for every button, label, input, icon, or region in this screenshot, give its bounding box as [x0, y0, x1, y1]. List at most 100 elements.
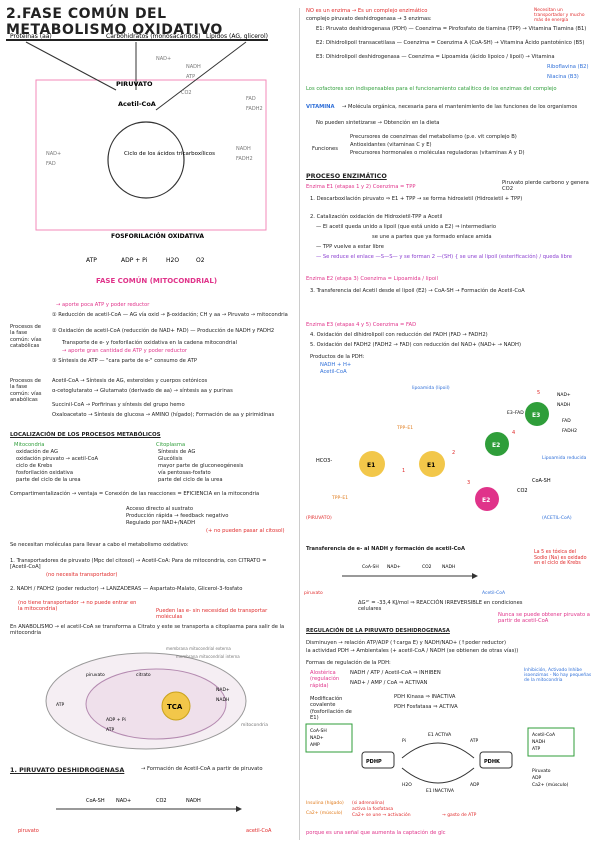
step-2: 2 — [452, 450, 455, 456]
left-column: 2.FASE COMÚN DEL METABOLISMO OXIDATIVO P… — [6, 6, 298, 844]
e3-circle — [525, 402, 549, 426]
alost-1: NAD+ / AMP / CoA ⇒ ACTIVAN — [350, 680, 428, 686]
phase-line-4: → aporte gran cantidad de ATP y poder re… — [62, 348, 188, 354]
mech-e3fad: E3–FAD — [507, 410, 524, 416]
anabolic-0: Acetil-CoA → Síntesis de AG, esteroides … — [52, 378, 208, 384]
phase-line-0: → aporte poca ATP y poder reductor — [56, 302, 150, 308]
out-atp: ATP — [86, 257, 97, 264]
alost-0: NADH / ATP / Acetil-CoA ⇒ INHIBEN — [350, 670, 441, 676]
cof-co2: CO2 — [181, 90, 192, 96]
pdh-acetilcoa: acetil-CoA — [246, 828, 272, 834]
transport-1: (no necesita transportador) — [46, 572, 118, 578]
cyc-piruvato: Piruvato — [532, 768, 551, 774]
e1-circle-b — [419, 451, 445, 477]
phase-line-3: Transporte de e- y fosforilación oxidati… — [62, 340, 237, 346]
cell-atp2: ATP — [56, 702, 64, 708]
e1-step-2: — El acetil queda unido a lipoil (que es… — [316, 224, 497, 230]
cell-nad: NAD+ — [216, 687, 230, 693]
mech-lipoamide: lipoamida (lipoil) — [412, 385, 450, 391]
out-o2: O2 — [196, 257, 205, 264]
mito-title: Mitocondria — [14, 442, 45, 448]
enzyme-2: E3: Dihidrolipoil deshidrogenasa — Coenz… — [316, 54, 555, 60]
compart-line: Compartimentalización → ventaja = Conexi… — [10, 491, 260, 497]
pdh-piruvato: piruvato — [18, 828, 39, 834]
mech-hco3: HCO3- — [316, 458, 332, 464]
metabolism-diagram: Proteínas (aa) Carbohidratos (monosacári… — [10, 33, 268, 264]
tca-label: TCA — [167, 703, 183, 711]
mech-nad: NAD+ — [557, 392, 571, 398]
cyc-amp: AMP — [310, 742, 320, 748]
pdh-subtitle: → Formación de Acetil-CoA a partir de pi… — [141, 766, 263, 772]
step-3: 3 — [467, 480, 470, 486]
phase-line-2: ② Oxidación de acetil-CoA (reducción de … — [52, 328, 275, 334]
column-divider — [299, 8, 300, 840]
cito-0: Síntesis de AG — [158, 449, 196, 455]
localization-heading: LOCALIZACIÓN DE LOS PROCESOS METABÓLICOS — [10, 432, 161, 438]
cof-fad2: FAD — [46, 161, 56, 167]
diagram-caption: FASE COMÚN (MITOCONDRIAL) — [96, 277, 218, 285]
alost-label: Alostérica (regulación rápida) — [310, 670, 340, 689]
anabolic-1: α-cetoglutarato → Glutamato (derivado de… — [52, 388, 233, 394]
pdh-reaction: piruvato CoA-SH NAD+ CO2 NADH acetil-CoA — [18, 798, 272, 834]
e2-head: Enzima E2 (etapa 3) Coenzima = Lipoamida… — [306, 276, 438, 282]
compart-note: (+ no pueden pasar al citosol) — [206, 528, 285, 534]
e1-circle-a — [359, 451, 385, 477]
vitamina-1: Precursores de coenzimas del metabolismo… — [350, 134, 517, 140]
cof-fadh2-2: FADH2 — [236, 156, 253, 162]
mech-coash: CoA-SH — [532, 478, 551, 484]
cito-1: Glucólisis — [158, 456, 183, 462]
cyc-activa: activa la fosfatasa — [352, 806, 393, 812]
input-proteins: Proteínas (aa) — [10, 33, 52, 40]
mech-pyruvate: (PIRUVATO) — [306, 515, 332, 521]
products-head: Productos de la PDH: — [310, 354, 365, 360]
cof-nad2: NAD+ — [46, 151, 61, 157]
cyc-gasto: → gasto de ATP — [442, 812, 477, 818]
pdh-co2: CO2 — [156, 798, 167, 804]
cell-pyruvate: piruvato — [86, 672, 105, 678]
product-0: NADH + H+ — [320, 362, 352, 368]
cyc-pdhk: PDHK — [484, 759, 501, 765]
mech-e2-top: E2 — [492, 442, 500, 449]
funciones-label: Funciones — [312, 146, 338, 152]
mech-lipo-red: Lipoamida reducida — [542, 455, 587, 461]
anabolic-label: Procesos de la fase común: vías anabólic… — [10, 378, 42, 404]
mech-fad: FAD — [562, 418, 571, 424]
cell-nadh: NADH — [216, 697, 229, 703]
pdh-nadh: NADH — [186, 798, 201, 804]
product-1: Acetil-CoA — [320, 369, 347, 375]
krebs-cycle-circle — [107, 121, 185, 199]
transport-2: 2. NADH / FADH2 (poder reductor) → LANZA… — [10, 586, 243, 592]
alost-note: Inhibición, Activado Inhibe isoenzimas -… — [524, 668, 592, 683]
mech-fadh2: FADH2 — [562, 428, 577, 434]
cyc-atp: ATP — [470, 738, 478, 744]
right-column: NO es un enzima → Es un complejo enzimát… — [302, 6, 594, 844]
cyc-insulina: Insulina (hígado) — [306, 799, 344, 806]
cof-atp1: ATP — [186, 74, 195, 80]
mito-0: oxidación de AG — [16, 449, 59, 455]
cyc-pi: Pi — [402, 738, 406, 744]
cyc-coash: CoA-SH — [310, 728, 327, 734]
cyc-ca-right: Ca2+ (músculo) — [532, 781, 569, 788]
cyc-atp2: ATP — [532, 746, 540, 752]
e1-step-3: se une a partes que ya formado enlace am… — [372, 234, 492, 240]
vitamina-2: Antioxidantes (vitaminas C y E) — [350, 142, 432, 148]
cell-mito: mitocondria — [241, 722, 268, 728]
pdhp-box — [361, 751, 395, 769]
vitamina-0: No pueden sintetizarse → Obtención en la… — [316, 120, 440, 126]
transport-4: Pueden las e- sin necesidad de transport… — [156, 608, 268, 621]
cito-3: vía pentosas-fosfato — [158, 470, 211, 476]
complex-side-note: Necesitan un transportador y mucho más d… — [534, 8, 585, 23]
mito-2: ciclo de Krebs — [16, 463, 53, 469]
mitochondria-box — [35, 79, 267, 231]
tr-nad: NAD+ — [387, 564, 401, 570]
e3-step-1: 5. Oxidación del FADH2 (FADH2 → FAD) con… — [310, 342, 521, 348]
mech-e3: E3 — [532, 412, 540, 419]
cell-citrate: citrato — [136, 672, 151, 678]
pdh-coash: CoA-SH — [86, 798, 105, 804]
reg-head: REGULACIÓN DE LA PIRUVATO DESHIDROGENASA — [306, 628, 450, 634]
mech-e1a: E1 — [367, 462, 375, 469]
e1-step-4: — TPP vuelve a estar libre — [316, 244, 384, 250]
input-carbs: Carbohidratos (monosacáridos) — [106, 33, 200, 40]
mech-e2: E2 — [482, 497, 490, 504]
proceso-heading: PROCESO ENZIMÁTICO — [306, 172, 387, 180]
